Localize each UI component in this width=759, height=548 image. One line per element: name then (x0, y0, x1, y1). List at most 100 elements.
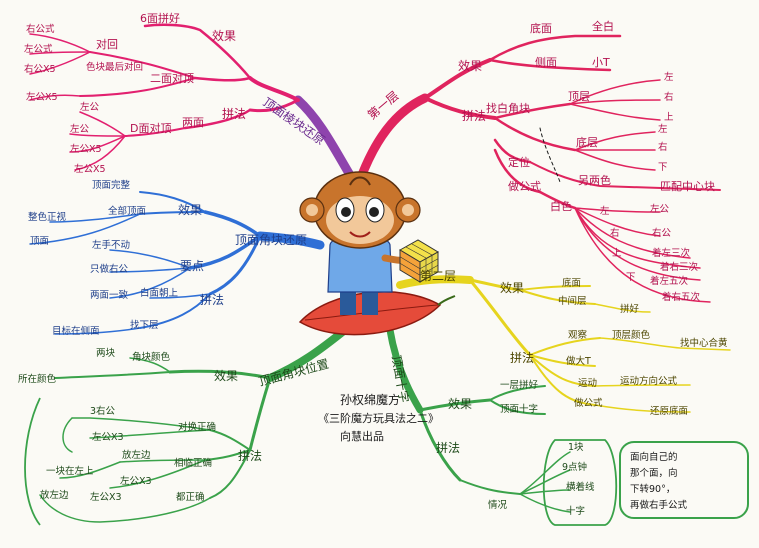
monkey-illustration (298, 171, 456, 336)
cases-bracket (542, 439, 618, 526)
blue-key-label: 要点 (180, 259, 204, 273)
red-w2: 右 (610, 227, 620, 239)
pink-f3: 右公X5 (24, 63, 56, 75)
blue-find-sub: 目标在侧面 (52, 325, 100, 337)
pink-left-x5b: 左公X5 (74, 163, 106, 175)
green-branch-lines (39, 326, 349, 523)
red-f2: 右公 (652, 227, 672, 239)
yellow-make-t: 做大T (566, 355, 591, 367)
yellow-puzzle: 拼好 (620, 303, 640, 315)
green-effect-label: 效果 (214, 368, 238, 383)
green-f6: 放左边 (40, 489, 69, 501)
bottom-yellow-c1: 1块 (568, 441, 584, 453)
red-position: 定位 (508, 155, 530, 169)
red-l3: 上 (664, 112, 674, 123)
pink-back: D面对顶 (130, 121, 171, 135)
pink-effect-top: 6面拼好 (140, 11, 180, 25)
yellow-bottom: 底面 (562, 277, 581, 289)
pink-left: 左公 (80, 101, 100, 113)
red-f5: 着左五次 (650, 275, 689, 287)
red-find: 找白角块 (486, 101, 530, 115)
bottom-yellow-two: 顶面十字 (500, 403, 538, 415)
red-formula: 做公式 (508, 179, 541, 193)
blue-branch-title: 顶面角块还原 (235, 233, 307, 247)
green-e3: 角块颜色 (132, 351, 171, 363)
green-f5: 一块在左上 (46, 465, 94, 477)
red-f6: 着右五次 (662, 291, 701, 303)
green-e1: 所在颜色 (18, 373, 57, 385)
bottom-yellow-c3: 横着线 (566, 481, 595, 493)
note-line-4: 再做右手公式 (630, 499, 688, 511)
blue-k2: 只做右公 (90, 263, 129, 275)
pink-branch-lines (29, 23, 355, 180)
red-l5: 右 (658, 141, 668, 153)
green-f1: 3右公 (90, 405, 116, 417)
green-m2: 相临正确 (174, 457, 212, 469)
bottom-yellow-effect: 效果 (448, 396, 472, 411)
yellow-top-color: 顶层颜色 (612, 329, 651, 341)
red-f1: 左公 (650, 203, 670, 215)
yellow-branch-title: 第二层 (420, 269, 456, 283)
red-bottom: 底面 (530, 21, 552, 35)
red-white: 白色 (550, 199, 572, 213)
yellow-effect-label: 效果 (500, 280, 524, 295)
note-line-1: 面向自己的 (630, 451, 678, 463)
red-l1: 左 (664, 71, 674, 83)
green-bracket (24, 397, 41, 526)
yellow-find-match: 找中心合黄 (680, 337, 728, 349)
pink-f4: 左公X5 (26, 91, 58, 103)
blue-branch-lines (29, 191, 325, 335)
bottom-yellow-c2: 9点钟 (562, 461, 587, 473)
pink-method-label: 拼法 (222, 107, 246, 121)
red-l6: 下 (658, 162, 668, 173)
green-f7: 左公X3 (90, 491, 122, 503)
red-top-layer: 顶层 (568, 90, 590, 103)
red-l2: 右 (664, 91, 674, 103)
pink-f1: 右公式 (26, 23, 55, 35)
green-f3: 放左边 (122, 449, 151, 461)
red-effect-label: 效果 (458, 58, 482, 73)
yellow-observe: 观察 (568, 329, 588, 341)
credit-line-2: 《三阶魔方玩具法之二》 (318, 411, 439, 425)
rubiks-cube-icon (399, 239, 439, 283)
red-match-center: 匹配中心块 (660, 180, 715, 193)
red-branch-lines (355, 34, 721, 303)
note-text: 面向自己的 那个面，向 下转90°， 再做右手公式 (630, 451, 688, 511)
pink-effect-label: 效果 (212, 28, 236, 43)
pink-sub-a: 二面对顶 (150, 71, 194, 85)
blue-e4: 顶面 (30, 236, 49, 247)
yellow-move: 运动 (578, 378, 597, 389)
green-f2: 左公X3 (92, 431, 124, 443)
pink-left-x5: 左公X5 (70, 143, 102, 155)
green-m3: 都正确 (176, 491, 205, 503)
red-w3: 上 (612, 248, 622, 259)
bottom-yellow-case: 情况 (488, 499, 508, 511)
blue-k3: 两面一致 (90, 289, 129, 301)
blue-method-sub: 白面朝上 (140, 287, 179, 299)
red-side-value: 小T (592, 56, 610, 69)
red-w4: 下 (626, 272, 636, 283)
red-f4: 着右三次 (660, 261, 699, 273)
pink-f2: 左公式 (24, 43, 53, 55)
yellow-method-label: 拼法 (510, 351, 534, 365)
credit-line-3: 向慧出品 (340, 429, 384, 443)
yellow-middle: 中间层 (558, 295, 587, 307)
red-other-colors: 另两色 (578, 173, 611, 187)
pink-confirm-sub: 色块最后对回 (86, 61, 143, 73)
blue-e1: 顶面完整 (92, 179, 131, 191)
blue-e3: 整色正视 (28, 211, 67, 223)
bottom-yellow-branch-lines (386, 326, 571, 513)
blue-effect-label: 效果 (178, 202, 202, 217)
green-m1: 对换正确 (178, 421, 216, 433)
red-bottom-value: 全白 (592, 19, 614, 33)
red-side: 侧面 (535, 56, 557, 69)
red-f3: 着左三次 (652, 247, 691, 259)
credit-line-1: 孙权绵魔方 (340, 392, 400, 407)
yellow-restore: 还原底面 (650, 405, 688, 417)
blue-k1: 左手不动 (92, 239, 130, 251)
red-l4: 左 (658, 123, 668, 135)
red-w1: 左 (600, 205, 610, 217)
blue-method-label: 拼法 (200, 293, 224, 307)
note-line-3: 下转90°， (630, 483, 675, 495)
